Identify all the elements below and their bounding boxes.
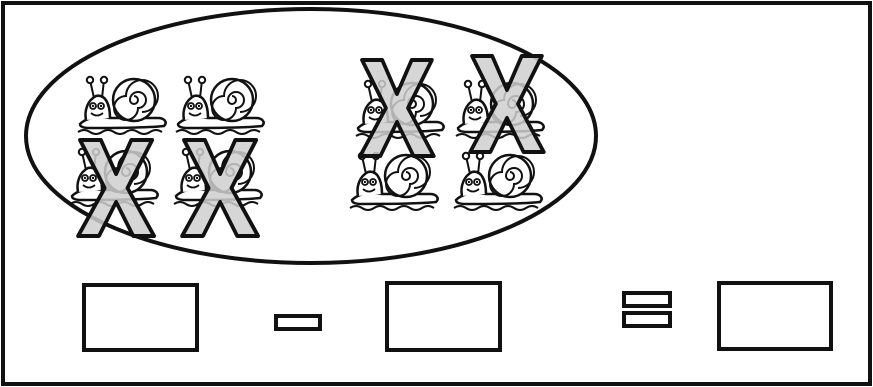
answer-box-minuend[interactable] bbox=[84, 285, 197, 350]
answer-box-result[interactable] bbox=[719, 283, 831, 349]
answer-box-subtrahend[interactable] bbox=[387, 283, 500, 350]
minus-sign bbox=[276, 316, 320, 329]
